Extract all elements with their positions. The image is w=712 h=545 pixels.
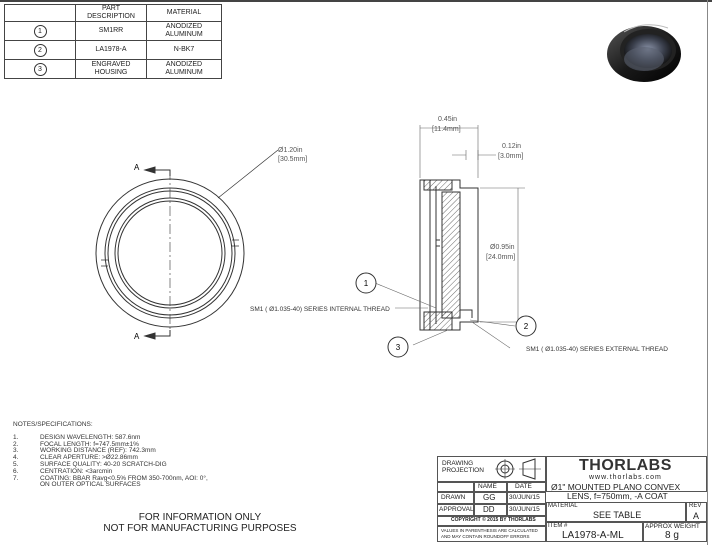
note-item: 3.WORKING DISTANCE (REF): 742.3mm	[13, 447, 156, 455]
svg-text:3: 3	[396, 343, 401, 352]
bom-item-number: 2	[33, 43, 47, 57]
disclaimer: FOR INFORMATION ONLY NOT FOR MANUFACTURI…	[103, 512, 297, 534]
notes-section: NOTES/SPECIFICATIONS: 1.DESIGN WAVELENGT…	[13, 421, 208, 489]
technical-drawing: A A Ø1.20in [30.5mm] 0.45in [11.4	[95, 116, 668, 358]
drawn-label: DRAWN	[441, 494, 466, 501]
section-view	[419, 179, 479, 331]
external-thread-label: SM1 ( Ø1.035-40) SERIES EXTERNAL THREAD	[526, 346, 668, 353]
bill-of-materials-table: PART DESCRIPTION MATERIAL 1 SM1RR ANODIZ…	[4, 4, 222, 79]
callout-2: 2	[515, 315, 537, 337]
note-item: 5.SURFACE QUALITY: 40-20 SCRATCH-DIG	[13, 460, 167, 468]
bom-row: 2 LA1978-A N-BK7	[4, 40, 222, 60]
rev-value: A	[693, 511, 700, 521]
length-metric: [11.4mm]	[432, 126, 461, 133]
product-photo	[607, 24, 681, 82]
note-item: 2.FOCAL LENGTH: f=747.5mm±1%	[13, 440, 139, 448]
front-diameter-metric: [30.5mm]	[278, 156, 307, 163]
item-label: ITEM #	[548, 523, 568, 529]
drawn-date: 30/JUN/15	[509, 494, 540, 501]
approval-label: APPROVAL	[439, 506, 474, 513]
projection-cell	[437, 456, 546, 482]
weight-label: APPROX WEIGHT	[645, 523, 700, 530]
col-name: NAME	[478, 483, 497, 490]
logo-cell	[546, 456, 707, 492]
drawn-name: GG	[483, 493, 496, 502]
internal-thread-label: SM1 ( Ø1.035-40) SERIES INTERNAL THREAD	[250, 306, 390, 313]
thread-length-dimension: 0.12in	[502, 143, 521, 150]
weight-value: 8 g	[665, 530, 679, 541]
title-line2: LENS, f=750mm, -A COAT	[567, 491, 668, 501]
thorlabs-logo: THORLABS	[579, 457, 672, 474]
approval-name: DD	[483, 505, 495, 514]
svg-text:2: 2	[524, 322, 529, 331]
notes-heading: NOTES/SPECIFICATIONS:	[13, 421, 93, 428]
item-value: LA1978-A-ML	[562, 530, 624, 541]
drawing-border-top	[0, 0, 712, 2]
bom-item-number: 1	[33, 24, 47, 38]
approval-date: 30/JUN/15	[509, 506, 540, 513]
title-line1: Ø1" MOUNTED PLANO CONVEX	[551, 482, 681, 492]
note-item: ON OUTER OPTICAL SURFACES	[40, 481, 141, 489]
note-item: 1.DESIGN WAVELENGTH: 587.6nm	[13, 433, 141, 441]
callout-1: 1	[355, 272, 377, 294]
rev-label: REV	[689, 503, 702, 509]
bom-header-row: PART DESCRIPTION MATERIAL	[4, 4, 222, 22]
svg-text:1: 1	[364, 279, 369, 288]
material-value: SEE TABLE	[593, 510, 642, 520]
section-label-bottom: A	[134, 332, 140, 341]
drawing-border-right	[707, 0, 708, 545]
length-dimension: 0.45in	[438, 116, 457, 123]
section-label-top: A	[134, 163, 140, 172]
note-item: 6.CENTRATION: <3arcmin	[13, 467, 113, 475]
front-diameter-dimension: Ø1.20in	[278, 147, 303, 154]
aperture-metric: [24.0mm]	[486, 254, 515, 261]
front-view-aperture	[117, 200, 223, 306]
callout-3: 3	[387, 336, 409, 358]
copyright: COPYRIGHT © 2015 BY THORLABS	[451, 517, 536, 523]
note-item: 4.CLEAR APERTURE: >Ø22.86mm	[13, 454, 138, 462]
website: www.thorlabs.com	[589, 474, 662, 481]
bom-item-number: 3	[33, 62, 47, 76]
projection-symbol-icon	[495, 458, 541, 480]
note-item: 7.COATING: BBAR Ravg<0.5% FROM 350-700nm…	[13, 474, 208, 482]
col-date: DATE	[515, 483, 532, 490]
thread-length-metric: [3.0mm]	[498, 153, 523, 160]
aperture-dimension: Ø0.95in	[490, 244, 515, 251]
material-label: MATERIAL	[548, 503, 578, 509]
